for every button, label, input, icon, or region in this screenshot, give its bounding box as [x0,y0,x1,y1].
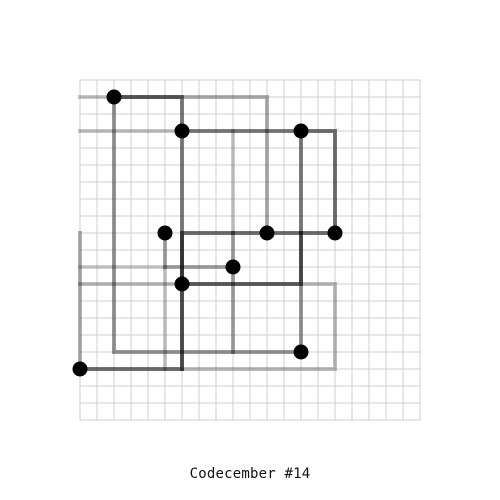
node-dot-8 [174,276,190,292]
caption-title: Codecember #14 [189,466,311,482]
route-line-2 [78,129,337,371]
route-line-3 [112,95,303,354]
node-dot-6 [327,225,343,241]
route-line-6 [112,95,269,235]
route-lines [78,95,337,371]
route-line-4 [163,231,235,354]
node-dot-4 [157,225,173,241]
node-dot-9 [293,344,309,360]
node-dot-10 [72,361,88,377]
route-line-1 [112,95,303,286]
node-dot-7 [225,259,241,275]
node-dot-1 [106,89,122,105]
node-dot-3 [293,123,309,139]
route-line-7 [78,282,337,371]
node-dot-2 [174,123,190,139]
node-dot-5 [259,225,275,241]
grid-nodes [72,89,343,377]
